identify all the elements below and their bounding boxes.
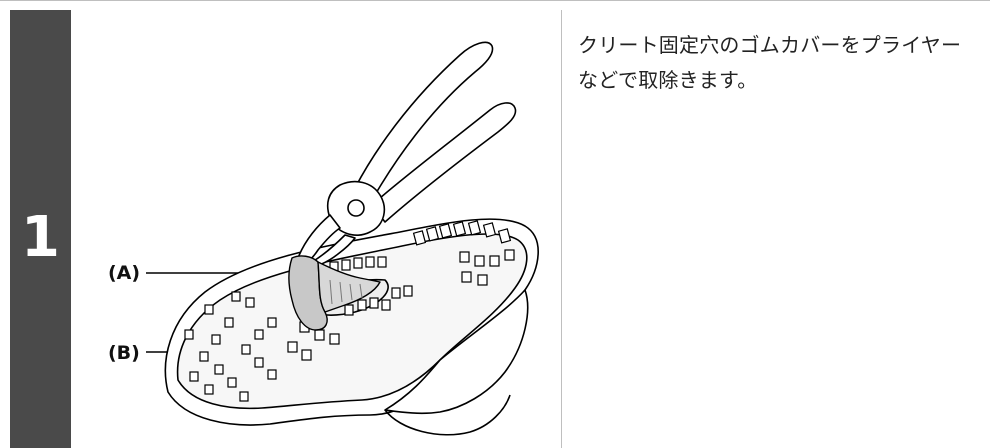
- callout-label-b: (B): [108, 342, 140, 364]
- step-number: 1: [21, 205, 60, 270]
- column-divider: [561, 10, 562, 448]
- tread-lugs: [184, 220, 515, 402]
- step-bar: 1: [10, 10, 71, 448]
- top-rule: [0, 0, 990, 1]
- instruction-text: クリート固定穴のゴムカバーをプライヤーなどで取除きます。: [578, 33, 962, 92]
- callout-label-a: (A): [108, 262, 141, 284]
- shoe-sole-icon: [164, 218, 539, 436]
- pliers-icon: [291, 41, 517, 273]
- rubber-cover-icon: [288, 255, 381, 331]
- shoe-pliers-illustration: [146, 41, 539, 436]
